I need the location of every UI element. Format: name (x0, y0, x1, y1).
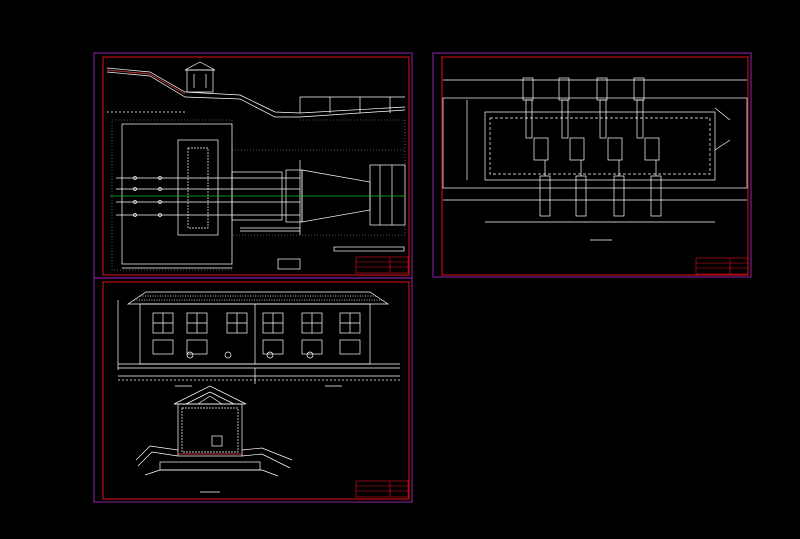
building-front-elevation (117, 291, 400, 387)
pump-units (485, 77, 715, 241)
sheet-outer-border (432, 52, 752, 278)
sheet-plan-profile[interactable] (93, 52, 413, 279)
plan-hatch-areas (111, 119, 406, 271)
sheet-elevation-section[interactable] (93, 277, 413, 503)
title-block (355, 480, 409, 498)
sheet-inner-border (441, 56, 749, 276)
windows (152, 312, 361, 355)
sheet-outer-border (93, 52, 413, 279)
title-block (695, 257, 749, 275)
sheet-pump-layout[interactable] (432, 52, 752, 278)
pump-unit-3 (596, 77, 625, 217)
pump-unit-1 (522, 77, 551, 217)
sheet-inner-border (102, 281, 410, 500)
building-cross-section (135, 385, 293, 493)
pump-unit-4 (633, 77, 662, 217)
sheet-outer-border (93, 277, 413, 503)
longitudinal-profile (106, 61, 406, 118)
pump-station-plan (116, 123, 406, 270)
equipment-plan (442, 79, 748, 201)
sheet-inner-border (102, 56, 410, 276)
title-block (355, 256, 409, 274)
pump-unit-2 (558, 77, 587, 217)
